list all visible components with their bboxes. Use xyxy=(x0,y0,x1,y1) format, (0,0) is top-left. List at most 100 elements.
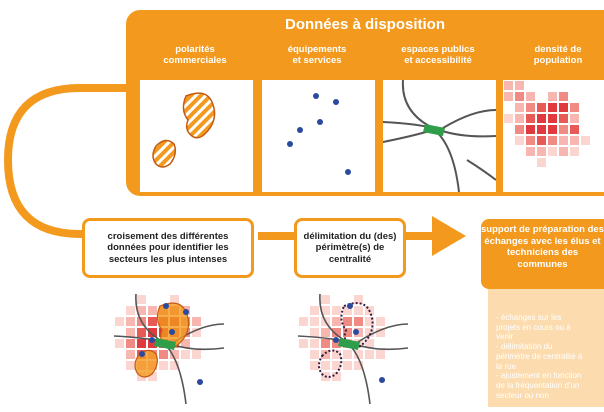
bullet-line: - délimitation du xyxy=(496,342,553,352)
density-cell xyxy=(548,92,557,101)
density-cell xyxy=(310,361,319,370)
density-cell xyxy=(343,306,352,315)
density-cell xyxy=(115,317,124,326)
density-cell xyxy=(170,295,179,304)
road-line xyxy=(442,109,496,129)
crossing-step-text: croisement des différentes données pour … xyxy=(107,230,229,265)
density-cell xyxy=(559,136,568,145)
density-cell xyxy=(192,317,201,326)
density-cell xyxy=(526,136,535,145)
density-cell xyxy=(181,350,190,359)
density-cell xyxy=(559,125,568,134)
density-cell xyxy=(126,328,135,337)
crossing-result-map xyxy=(113,293,225,405)
delimitation-step-text: délimitation du (des) périmètre(s) de ce… xyxy=(303,230,397,265)
density-cell xyxy=(137,339,146,348)
density-cell xyxy=(310,306,319,315)
bullet-line: venir xyxy=(496,332,514,342)
equipment-dot xyxy=(163,303,169,309)
density-cell xyxy=(515,136,524,145)
column-label-equipment: équipements et services xyxy=(262,44,372,66)
density-cell xyxy=(192,328,201,337)
density-cell xyxy=(365,317,374,326)
density-cell xyxy=(570,114,579,123)
density-cell xyxy=(148,372,157,381)
bullet-line: - échanges sur les xyxy=(496,313,562,322)
equipment-dot xyxy=(345,169,351,175)
density-cell xyxy=(354,295,363,304)
population-density-map xyxy=(503,80,604,192)
density-cell xyxy=(159,361,168,370)
density-cell xyxy=(548,136,557,145)
bullet-line: la rue xyxy=(496,361,517,371)
commercial-polarities-map xyxy=(140,80,253,192)
density-cell xyxy=(321,361,330,370)
public-spaces-map xyxy=(383,80,496,192)
density-cell xyxy=(354,350,363,359)
density-cell xyxy=(126,350,135,359)
density-cell xyxy=(559,103,568,112)
loop-connector-line xyxy=(3,84,126,238)
equipment-dot xyxy=(149,337,155,343)
density-cell xyxy=(515,81,524,90)
equipment-dot xyxy=(139,351,145,357)
density-cell xyxy=(537,147,546,156)
column-label-commercial: polarités commerciales xyxy=(140,44,250,66)
density-cell xyxy=(148,306,157,315)
density-cell xyxy=(354,361,363,370)
density-cell xyxy=(137,328,146,337)
column-label-line: densité de xyxy=(534,44,582,55)
density-cell xyxy=(181,339,190,348)
density-cell xyxy=(343,350,352,359)
public-space-shape xyxy=(338,338,360,350)
density-cell xyxy=(548,147,557,156)
density-cell xyxy=(504,81,513,90)
commercial-zone-shape xyxy=(318,349,343,378)
delimitation-result-map xyxy=(297,293,409,405)
density-cell xyxy=(321,328,330,337)
density-cell xyxy=(148,317,157,326)
density-cell xyxy=(548,103,557,112)
column-label-line: et services xyxy=(292,55,342,66)
bullet-line: de la fréquentation d'un xyxy=(496,380,580,390)
density-cell xyxy=(537,114,546,123)
density-cell xyxy=(570,136,579,145)
arrow-shaft xyxy=(258,232,294,240)
bullet-line: - ajustement en fonction xyxy=(496,371,582,381)
density-cell xyxy=(365,350,374,359)
equipment-dot xyxy=(353,329,359,335)
density-cell xyxy=(321,350,330,359)
equipment-dot xyxy=(333,99,339,105)
support-text: support de préparation des échanges avec… xyxy=(481,224,604,270)
equipment-services-map xyxy=(262,80,375,192)
column-label-public-spaces: espaces publics et accessibilité xyxy=(383,44,493,66)
density-cell xyxy=(343,317,352,326)
density-cell xyxy=(559,92,568,101)
column-label-line: polarités xyxy=(175,44,215,55)
density-cell xyxy=(504,114,513,123)
density-cell xyxy=(170,350,179,359)
column-label-line: commerciales xyxy=(163,55,227,66)
bullet-line: périmètre de centralité à xyxy=(496,351,583,361)
density-cell xyxy=(376,328,385,337)
density-cell xyxy=(332,350,341,359)
density-cell xyxy=(526,114,535,123)
equipment-dot xyxy=(183,309,189,315)
density-cell xyxy=(354,306,363,315)
support-bullet-list: - échanges sur les projets en cours ou à… xyxy=(488,289,604,407)
density-cell xyxy=(537,103,546,112)
bullet-line: secteur ou non xyxy=(496,390,549,400)
panel-title: Données à disposition xyxy=(284,16,446,33)
density-cell xyxy=(504,92,513,101)
equipment-dot xyxy=(313,93,319,99)
density-cell xyxy=(376,317,385,326)
density-cell xyxy=(515,125,524,134)
column-label-line: et accessibilité xyxy=(404,55,472,66)
density-cell xyxy=(548,125,557,134)
density-cell xyxy=(559,114,568,123)
density-cell xyxy=(126,306,135,315)
arrow-shaft-2 xyxy=(406,232,436,240)
road-line xyxy=(466,159,496,181)
density-cell xyxy=(548,114,557,123)
